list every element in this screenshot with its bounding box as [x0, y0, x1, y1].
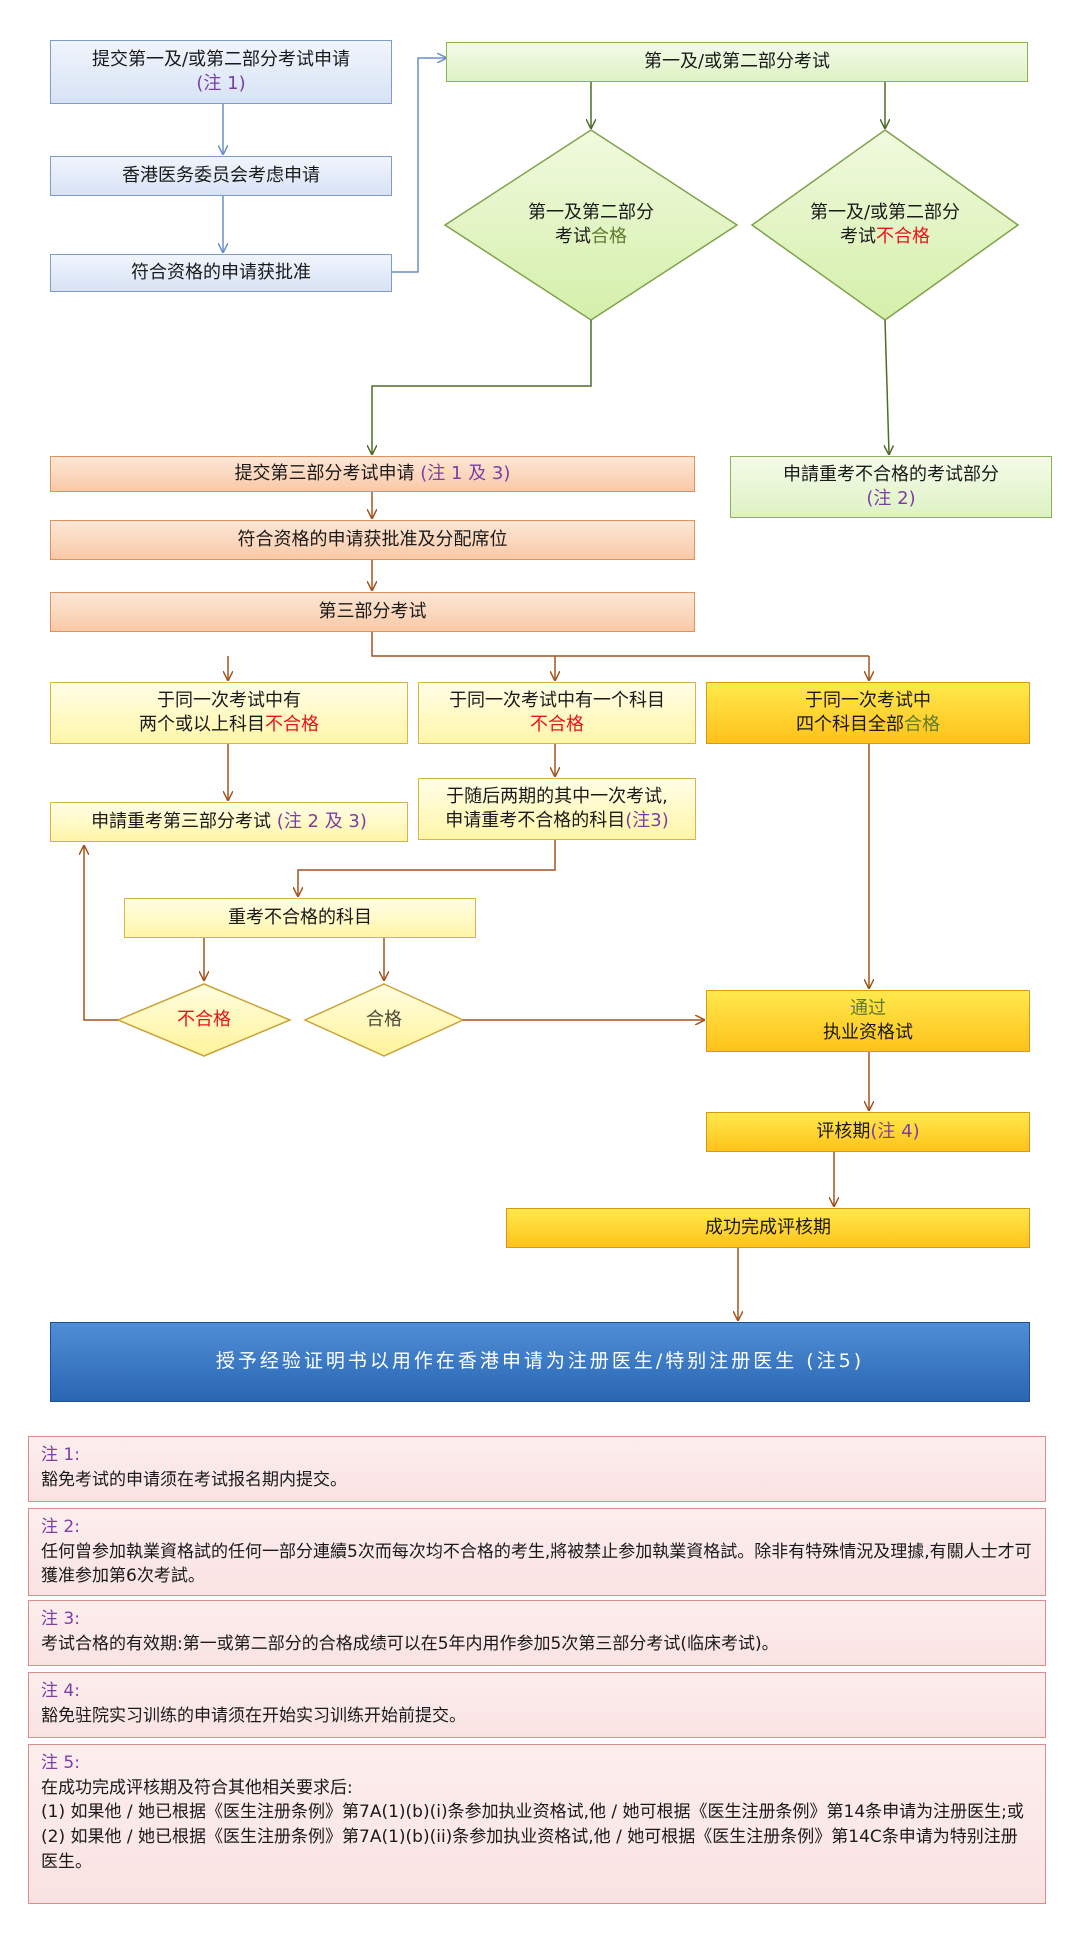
- note-4: 注 4: 豁免驻院实习训练的申请须在开始实习训练开始前提交。: [28, 1672, 1046, 1738]
- note-5-intro: 在成功完成评核期及符合其他相关要求后:: [41, 1777, 353, 1798]
- one-subject-fail-box: 于同一次考试中有一个科目 不合格: [418, 682, 696, 744]
- note-1-text: 豁免考试的申请须在考试报名期内提交。: [41, 1469, 347, 1490]
- passed-line1: 通过: [850, 997, 886, 1019]
- approved-seat-box: 符合资格的申请获批准及分配席位: [50, 520, 695, 560]
- note-5-item-1: (1) 如果他 / 她已根据《医生注册条例》第7A(1)(b)(i)条参加执业资…: [41, 1802, 1024, 1823]
- pass12-line2-exam: 考试: [555, 226, 591, 247]
- arrow-fail12-to-retake: [885, 319, 889, 454]
- one-subject-fail-word: 不合格: [530, 714, 584, 735]
- note-ref-3: (注3): [625, 810, 669, 831]
- note-2: 注 2: 任何曾参加執業資格試的任何一部分連續5次而每次均不合格的考生,將被禁止…: [28, 1508, 1046, 1596]
- note-1-title: 注 1:: [41, 1445, 80, 1465]
- note-2-text: 任何曾参加執業資格試的任何一部分連續5次而每次均不合格的考生,將被禁止参加執業資…: [41, 1541, 1032, 1587]
- note-4-title: 注 4:: [41, 1681, 80, 1701]
- next-two-exams-box: 于随后两期的其中一次考试, 申请重考不合格的科目(注3): [418, 778, 696, 840]
- retake-pass-diamond-label: 合格: [324, 1006, 444, 1034]
- arrow-fail-back-to-retake3: [84, 846, 118, 1021]
- submit-part12-box: 提交第一及/或第二部分考试申请 (注 1): [50, 40, 392, 104]
- exam-part3-box: 第三部分考试: [50, 592, 695, 632]
- pass12-line1: 第一及第二部分: [528, 201, 654, 223]
- note-ref-1: (注 1): [196, 73, 246, 94]
- note-1: 注 1: 豁免考试的申请须在考试报名期内提交。: [28, 1436, 1046, 1502]
- arrow-exam3-branches: [371, 632, 869, 657]
- all-four-line2: 四个科目全部: [796, 714, 904, 735]
- completed-assessment-box: 成功完成评核期: [506, 1208, 1030, 1248]
- note-4-text: 豁免驻院实习训练的申请须在开始实习训练开始前提交。: [41, 1705, 466, 1726]
- next-two-line1: 于随后两期的其中一次考试,: [446, 785, 668, 807]
- exam-part12-label: 第一及/或第二部分考试: [643, 50, 831, 72]
- retake-part3-label: 申請重考第三部分考试: [91, 810, 272, 832]
- note-3: 注 3: 考试合格的有效期:第一或第二部分的合格成绩可以在5年内用作参加5次第三…: [28, 1600, 1046, 1666]
- assessment-period-box: 评核期(注 4): [706, 1112, 1030, 1152]
- note-ref-1-3: (注 1 及 3): [420, 462, 511, 484]
- final-label: 授予经验证明书以用作在香港申请为注册医生/特别注册医生: [215, 1350, 798, 1373]
- note-ref-4: (注 4): [870, 1120, 920, 1142]
- fail12-line1: 第一及/或第二部分: [809, 201, 961, 223]
- note-5: 注 5: 在成功完成评核期及符合其他相关要求后: (1) 如果他 / 她已根据《…: [28, 1744, 1046, 1904]
- note-ref-2: (注 2): [866, 488, 916, 509]
- retake-fail-diamond-label: 不合格: [144, 1006, 264, 1034]
- note-5-title: 注 5:: [41, 1753, 80, 1773]
- passed-exam-box: 通过 执业资格试: [706, 990, 1030, 1052]
- pass12-diamond-label: 第一及第二部分 考试合格: [495, 192, 687, 258]
- retake-failed-subject-box: 重考不合格的科目: [124, 898, 476, 938]
- approved-seat-label: 符合资格的申请获批准及分配席位: [237, 528, 508, 550]
- note-3-title: 注 3:: [41, 1609, 80, 1629]
- arrow-approved-to-exam12: [392, 58, 446, 273]
- two-or-more-line2: 两个或以上科目: [139, 714, 265, 735]
- hk-council-label: 香港医务委员会考虑申请: [122, 164, 320, 186]
- submit-part12-label: 提交第一及/或第二部分考试申请: [91, 48, 351, 70]
- note-ref-2-3: (注 2 及 3): [276, 810, 367, 832]
- retake-failed-label: 重考不合格的科目: [228, 906, 372, 928]
- retake-fail-diamond: [116, 983, 292, 1057]
- retake-pass-word: 合格: [366, 1008, 402, 1030]
- next-two-line2: 申请重考不合格的科目: [445, 810, 626, 831]
- exam-part3-label: 第三部分考试: [318, 600, 427, 622]
- all-four-line1: 于同一次考试中: [805, 689, 931, 711]
- retake-part3-box: 申請重考第三部分考试 (注 2 及 3): [50, 802, 408, 842]
- pass12-pass-word: 合格: [591, 226, 627, 247]
- fail12-line2-exam: 考试: [840, 226, 876, 247]
- all-four-pass-word: 合格: [904, 714, 940, 735]
- eligible-approved-label: 符合资格的申请获批准: [131, 261, 311, 283]
- passed-line2: 执业资格试: [823, 1022, 913, 1043]
- two-or-more-fail-box: 于同一次考试中有 两个或以上科目不合格: [50, 682, 408, 744]
- completed-label: 成功完成评核期: [705, 1216, 831, 1238]
- note-5-item-2: (2) 如果他 / 她已根据《医生注册条例》第7A(1)(b)(ii)条参加执业…: [41, 1826, 1018, 1872]
- note-3-text: 考试合格的有效期:第一或第二部分的合格成绩可以在5年内用作参加5次第三部分考试(…: [41, 1633, 779, 1654]
- final-certificate-box: 授予经验证明书以用作在香港申请为注册医生/特别注册医生 (注5): [50, 1322, 1030, 1402]
- submit-part3-label: 提交第三部分考试申请: [234, 462, 415, 484]
- retake-part12-box: 申請重考不合格的考试部分 (注 2): [730, 456, 1052, 518]
- two-or-more-fail-word: 不合格: [265, 714, 319, 735]
- all-four-pass-box: 于同一次考试中 四个科目全部合格: [706, 682, 1030, 744]
- submit-part3-box: 提交第三部分考试申请 (注 1 及 3): [50, 456, 695, 492]
- note-ref-5: (注5): [806, 1350, 865, 1373]
- two-or-more-line1: 于同一次考试中有: [157, 689, 301, 711]
- fail12-diamond-label: 第一及/或第二部分 考试不合格: [775, 192, 995, 258]
- retake-fail-word: 不合格: [177, 1008, 231, 1030]
- note-2-title: 注 2:: [41, 1517, 80, 1537]
- exam-part12-box: 第一及/或第二部分考试: [446, 42, 1028, 82]
- arrow-next-two-to-retake-failed: [298, 840, 556, 896]
- retake-pass-diamond: [303, 983, 465, 1057]
- retake-part12-label: 申請重考不合格的考试部分: [783, 463, 999, 485]
- one-subject-line1: 于同一次考试中有一个科目: [449, 689, 665, 711]
- arrow-pass12-to-submit-part3: [372, 320, 592, 454]
- hk-council-box: 香港医务委员会考虑申请: [50, 156, 392, 196]
- fail12-fail-word: 不合格: [876, 226, 930, 247]
- assessment-label: 评核期: [816, 1120, 871, 1142]
- eligible-approved-box: 符合资格的申请获批准: [50, 254, 392, 292]
